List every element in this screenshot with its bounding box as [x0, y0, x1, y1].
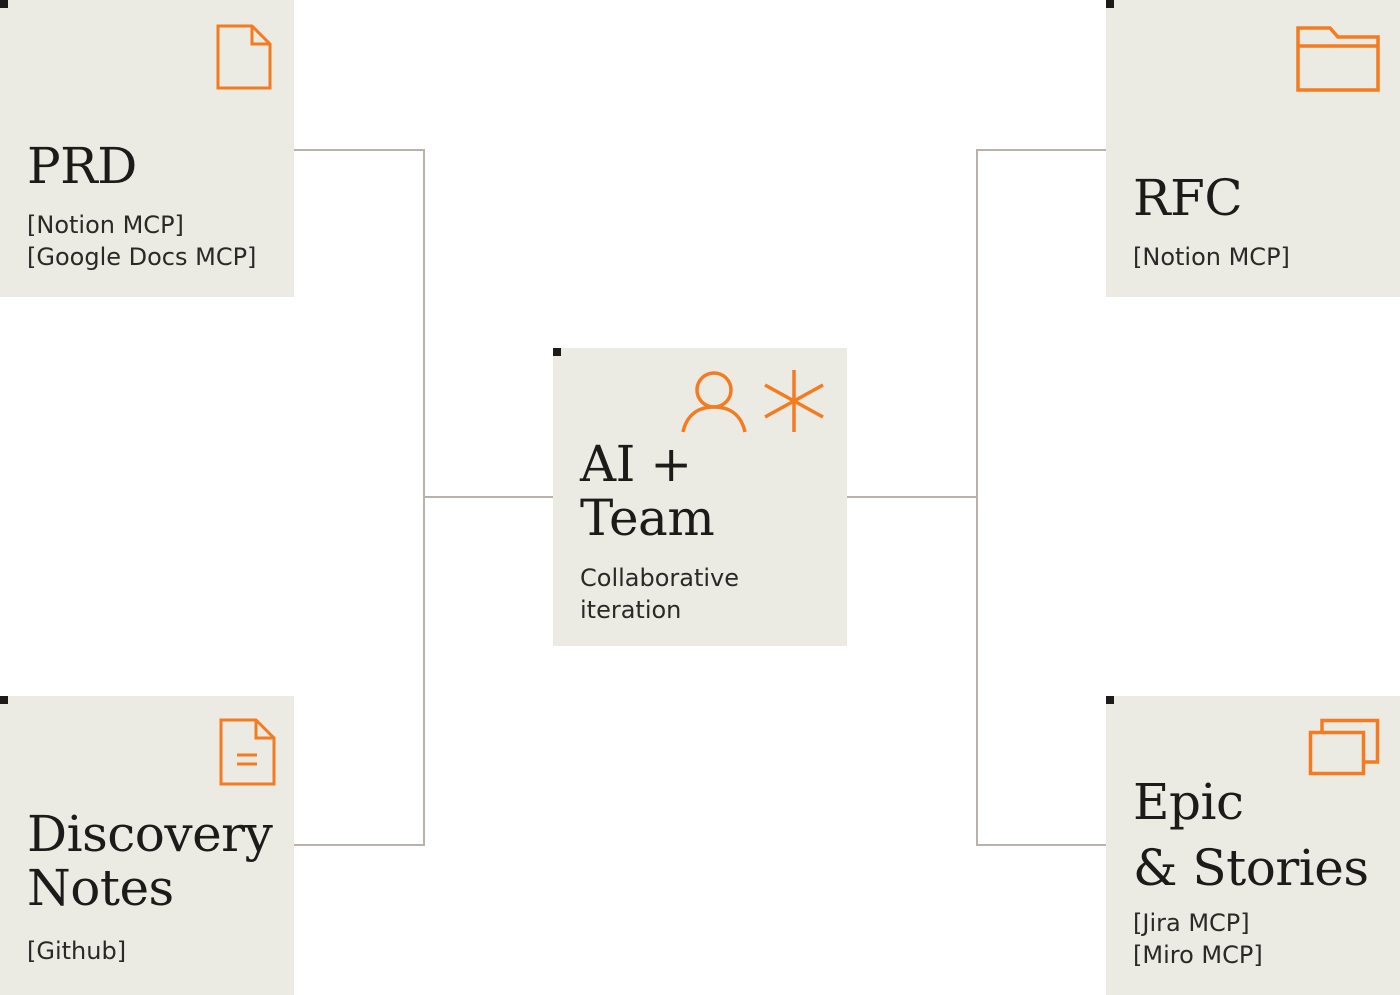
rfc-card: RFC [Notion MCP]	[1106, 0, 1400, 297]
person-icon	[681, 370, 747, 434]
folder-icon	[1296, 24, 1380, 94]
discovery-title-line1: Discovery	[27, 805, 273, 863]
connector-epic	[976, 497, 1106, 846]
ai-team-title-line2: Team	[580, 489, 715, 547]
epic-title-line2: & Stories	[1133, 839, 1369, 897]
prd-source-google-docs: [Google Docs MCP]	[27, 243, 257, 271]
ai-team-subtitle: Collaborative iteration	[580, 562, 739, 626]
ai-team-subtitle-line1: Collaborative	[580, 564, 740, 592]
text-document-icon	[219, 718, 276, 786]
prd-sources: [Notion MCP] [Google Docs MCP]	[27, 209, 256, 273]
ai-team-title-line1: AI +	[580, 435, 692, 493]
ai-team-title: AI + Team	[580, 435, 715, 547]
epic-source-miro: [Miro MCP]	[1133, 941, 1263, 969]
asterisk-icon	[762, 368, 826, 434]
connector-discovery	[294, 497, 425, 846]
stacked-windows-icon	[1308, 718, 1380, 776]
corner-marker	[1106, 0, 1114, 8]
corner-marker	[0, 0, 8, 8]
connector-prd	[294, 149, 425, 497]
epic-stories-card: Epic & Stories [Jira MCP] [Miro MCP]	[1106, 696, 1400, 995]
corner-marker	[553, 348, 561, 356]
rfc-title: RFC	[1133, 169, 1243, 227]
rfc-sources: [Notion MCP]	[1133, 241, 1290, 273]
epic-title-line1: Epic	[1133, 773, 1244, 831]
discovery-sources: [Github]	[27, 935, 126, 967]
document-icon	[216, 24, 272, 90]
corner-marker	[0, 696, 8, 704]
discovery-notes-title: Discovery Notes	[27, 805, 273, 917]
prd-card: PRD [Notion MCP] [Google Docs MCP]	[0, 0, 294, 297]
epic-source-jira: [Jira MCP]	[1133, 909, 1250, 937]
discovery-notes-card: Discovery Notes [Github]	[0, 696, 294, 995]
epic-sources: [Jira MCP] [Miro MCP]	[1133, 907, 1263, 971]
epic-stories-title: Epic & Stories	[1133, 769, 1369, 901]
prd-source-notion: [Notion MCP]	[27, 211, 184, 239]
connector-rfc	[976, 149, 1106, 497]
corner-marker	[1106, 696, 1114, 704]
rfc-source-notion: [Notion MCP]	[1133, 243, 1290, 271]
discovery-title-line2: Notes	[27, 859, 174, 917]
prd-title: PRD	[27, 137, 137, 195]
discovery-source-github: [Github]	[27, 937, 127, 965]
ai-team-card: AI + Team Collaborative iteration	[553, 348, 847, 646]
ai-team-subtitle-line2: iteration	[580, 596, 682, 624]
